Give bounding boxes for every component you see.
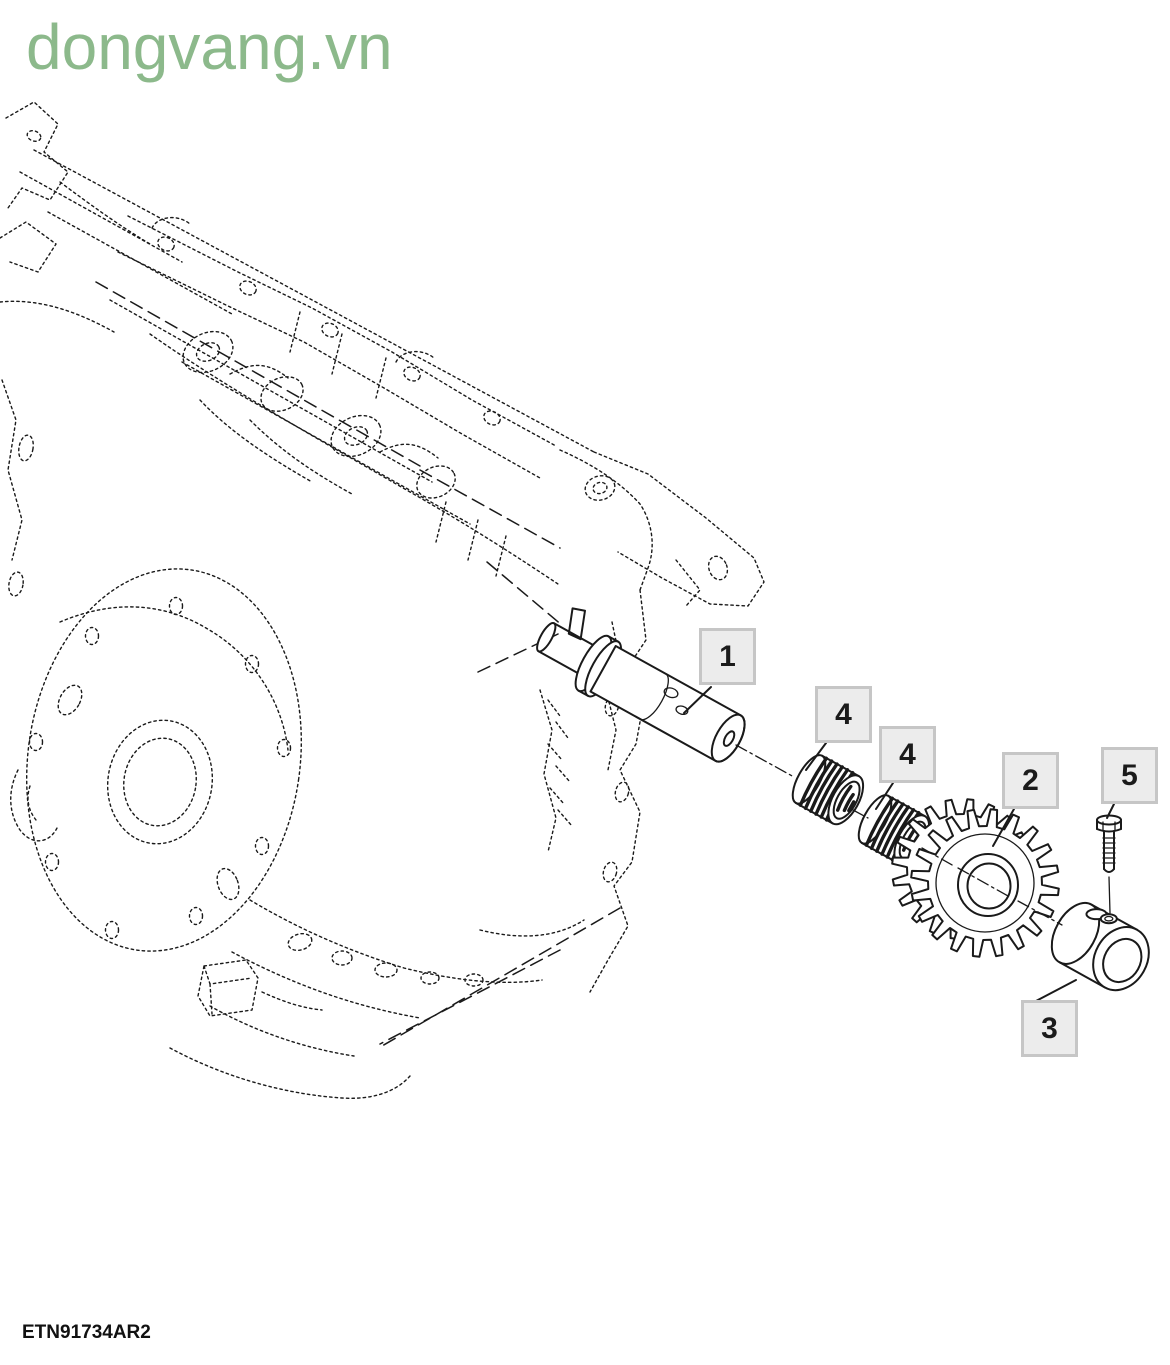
- callout-label: 1: [719, 639, 736, 673]
- gear: [891, 798, 1060, 958]
- shaft: [536, 607, 746, 763]
- figure-code: ETN91734AR2: [22, 1322, 151, 1343]
- axis-centerlines: [735, 744, 1063, 926]
- callout-label: 3: [1041, 1011, 1058, 1045]
- bolt: [1096, 814, 1122, 914]
- engine-block-drawing: [0, 101, 765, 1099]
- callout-1-shaft: 1: [699, 628, 756, 685]
- callout-label: 2: [1022, 763, 1039, 797]
- callout-label: 4: [835, 697, 852, 731]
- callout-4-bearing-2: 4: [879, 726, 936, 783]
- callout-label: 5: [1121, 758, 1138, 792]
- collar: [1050, 901, 1150, 992]
- callout-3-collar: 3: [1021, 1000, 1078, 1057]
- callout-2-gear: 2: [1002, 752, 1059, 809]
- callout-4-bearing-1: 4: [815, 686, 872, 743]
- callout-5-bolt: 5: [1101, 747, 1158, 804]
- callout-label: 4: [899, 737, 916, 771]
- callout-leader-lines: [683, 686, 1115, 1002]
- site-watermark: dongvang.vn: [26, 11, 393, 83]
- exploded-parts: [536, 607, 1150, 992]
- needle-bearing-1: [784, 748, 872, 832]
